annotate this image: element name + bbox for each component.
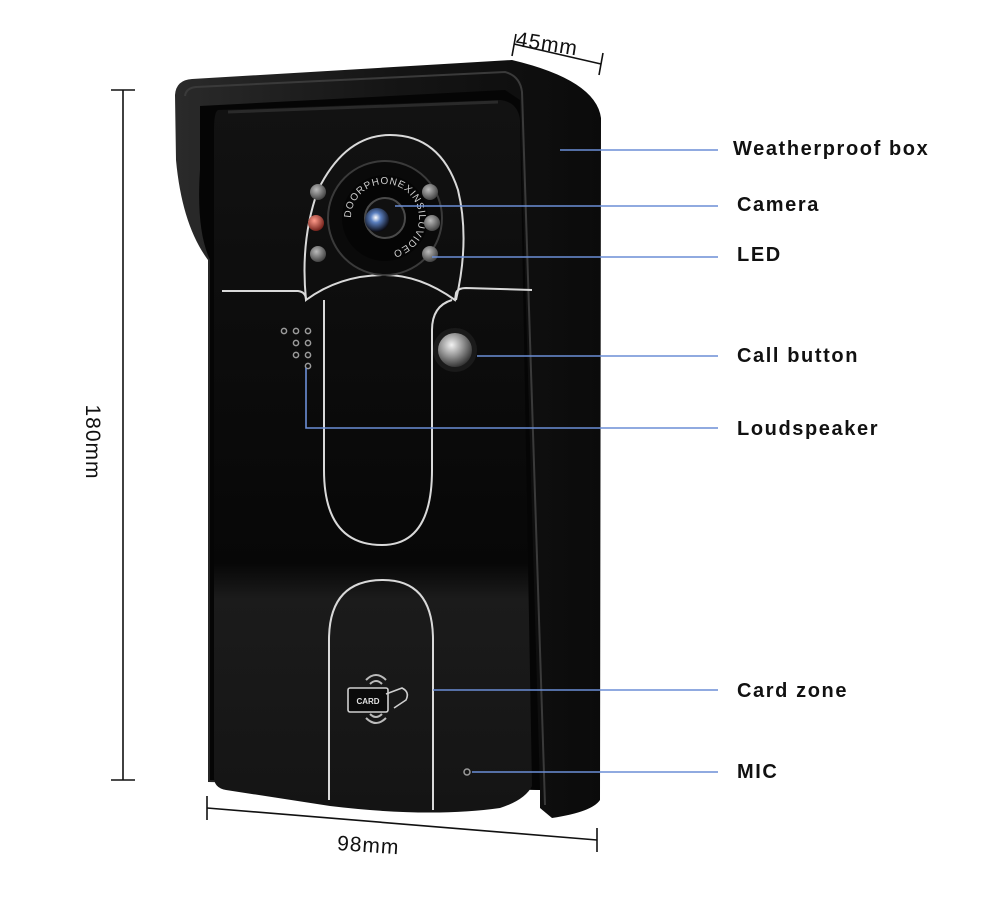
depth-dimension-line	[513, 43, 602, 65]
label-loudspeaker: Loudspeaker	[737, 418, 880, 440]
led-icon	[310, 184, 326, 200]
led-icon	[310, 246, 326, 262]
led-icon	[308, 215, 324, 231]
dimension-height: 180mm	[81, 404, 104, 480]
dimension-width: 98mm	[336, 832, 401, 860]
mic-hole-icon	[463, 768, 471, 776]
led-icon	[422, 246, 438, 262]
card-text: CARD	[356, 697, 379, 706]
label-camera: Camera	[737, 194, 820, 216]
width-dimension-line	[206, 807, 598, 841]
leader-loudspeaker	[305, 368, 718, 429]
card-reader-icon: CARD	[347, 674, 409, 724]
led-icon	[422, 184, 438, 200]
label-call-button: Call button	[737, 345, 860, 367]
label-weatherproof-box: Weatherproof box	[733, 138, 930, 160]
label-led: LED	[737, 244, 782, 266]
dimension-lines	[111, 33, 604, 852]
camera-lens-icon	[365, 208, 389, 232]
loudspeaker-grille-icon	[280, 327, 312, 370]
label-card-zone: Card zone	[737, 680, 849, 702]
device-face	[213, 100, 532, 813]
led-array	[308, 184, 440, 262]
led-icon	[424, 215, 440, 231]
camera-housing: DOORPHONEXINSILUVIDEO	[327, 160, 443, 276]
call-button-icon	[433, 328, 477, 372]
leader-lines	[305, 149, 718, 773]
label-mic: MIC	[737, 761, 779, 783]
